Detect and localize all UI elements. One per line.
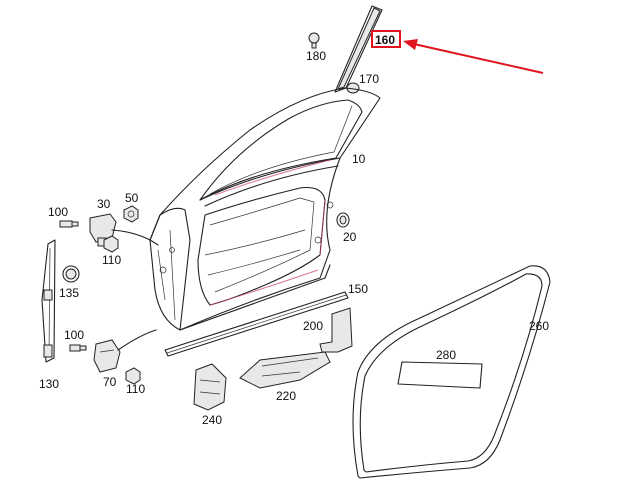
part-110-nut-lower[interactable] <box>125 367 141 385</box>
label-170: 170 <box>359 72 379 86</box>
label-200: 200 <box>303 319 323 333</box>
label-30: 30 <box>97 197 111 211</box>
label-280: 280 <box>436 348 456 362</box>
label-220: 220 <box>276 389 296 403</box>
part-130-check-strap[interactable] <box>41 239 56 363</box>
part-180-screw[interactable] <box>308 32 320 49</box>
part-70-lower-hinge[interactable] <box>93 339 121 373</box>
hinge-connector-lower <box>117 329 157 351</box>
part-20-grommet[interactable] <box>336 212 350 228</box>
label-135: 135 <box>59 286 79 300</box>
label-50: 50 <box>125 191 139 205</box>
part-50-nut[interactable] <box>123 205 139 223</box>
label-100-upper: 100 <box>48 205 68 219</box>
label-110-lower: 110 <box>126 382 145 396</box>
part-150-bottom-seal[interactable] <box>164 291 349 357</box>
label-70: 70 <box>103 375 117 389</box>
label-100-lower: 100 <box>64 328 84 342</box>
part-135-plug[interactable] <box>62 265 80 283</box>
part-100-bolt-upper[interactable] <box>59 220 79 228</box>
label-240: 240 <box>202 413 222 427</box>
part-110-nut-upper[interactable] <box>103 235 119 253</box>
label-150: 150 <box>348 282 368 296</box>
part-200-bracket[interactable] <box>319 307 353 353</box>
label-110-upper: 110 <box>102 253 121 267</box>
part-100-bolt-lower[interactable] <box>69 344 87 352</box>
part-260-weatherstrip[interactable] <box>352 265 551 479</box>
label-130: 130 <box>39 377 59 391</box>
part-280-insulation-pad[interactable] <box>397 361 483 389</box>
label-260: 260 <box>529 319 549 333</box>
highlight-arrow <box>403 39 544 74</box>
part-10-door-shell[interactable] <box>149 87 381 331</box>
label-180: 180 <box>306 49 326 63</box>
part-220-impact-absorber[interactable] <box>239 351 331 389</box>
label-10: 10 <box>352 152 366 166</box>
label-160: 160 <box>375 33 395 47</box>
label-20: 20 <box>343 230 357 244</box>
highlight-box-160 <box>371 30 401 48</box>
hinge-connector-upper <box>111 229 159 246</box>
part-240-lower-absorber[interactable] <box>193 363 227 411</box>
